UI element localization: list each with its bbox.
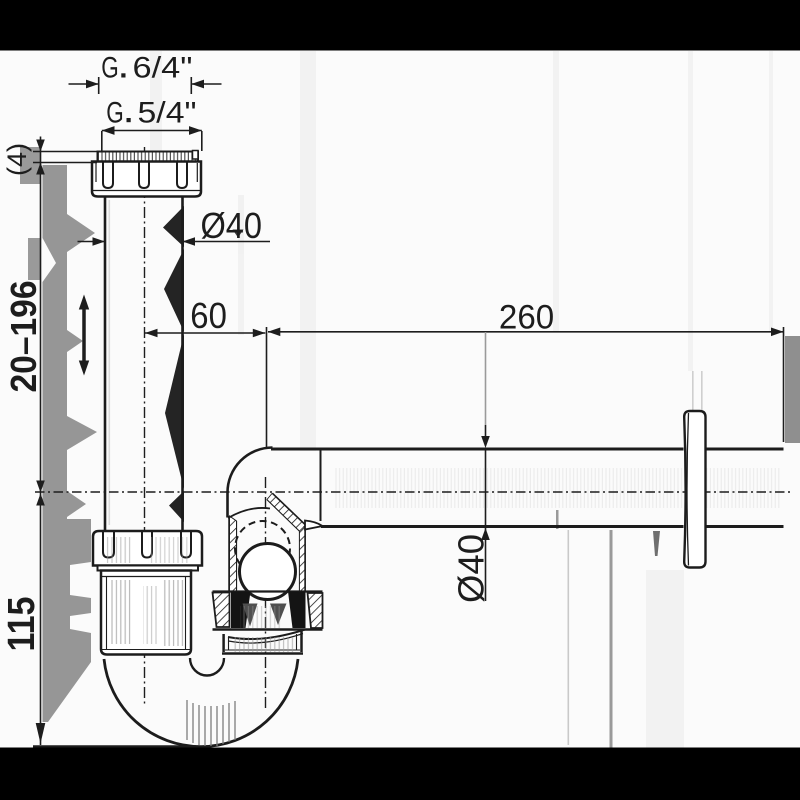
svg-text:(4): (4)	[2, 143, 32, 176]
svg-text:Ø40: Ø40	[451, 534, 492, 603]
svg-text:115: 115	[1, 597, 43, 652]
svg-text:6/4": 6/4"	[133, 52, 193, 85]
svg-text:20–196: 20–196	[3, 281, 44, 393]
svg-text:Ø40: Ø40	[201, 205, 263, 246]
svg-text:G: G	[106, 96, 124, 129]
svg-text:60: 60	[190, 295, 227, 336]
svg-text:5/4": 5/4"	[138, 96, 197, 129]
svg-text:G: G	[101, 52, 119, 85]
svg-text:260: 260	[499, 298, 554, 336]
